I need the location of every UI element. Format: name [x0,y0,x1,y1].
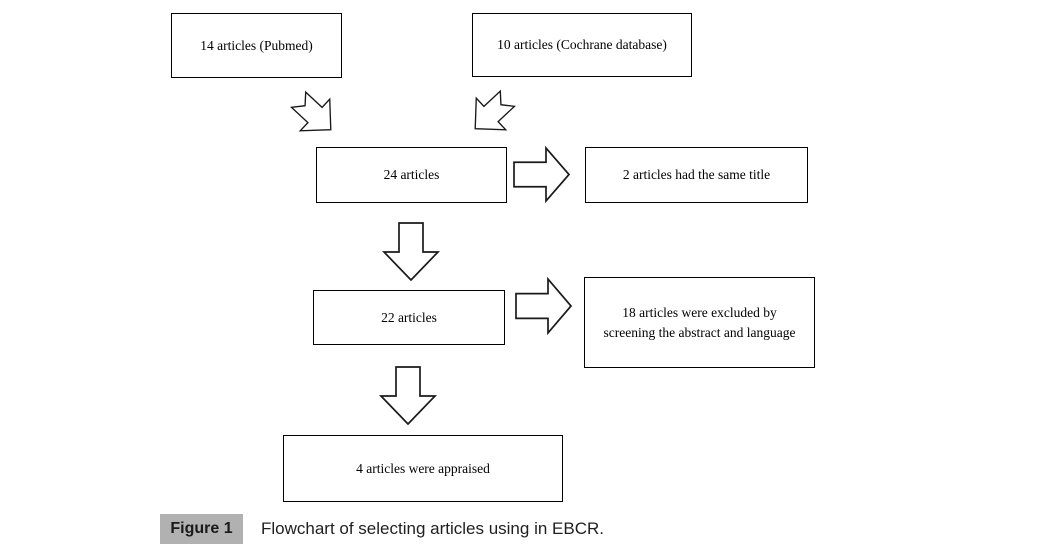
node-duplicates-label: 2 articles had the same title [622,167,771,183]
node-merged-label: 24 articles [383,167,440,183]
node-cochrane: 10 articles (Cochrane database) [472,13,692,77]
node-excluded-label: 18 articles were excluded by screening t… [603,304,796,340]
arrow-down-icon [379,366,437,426]
figure-caption: Figure 1 Flowchart of selecting articles… [160,514,604,544]
node-screened-label: 22 articles [381,309,437,325]
node-pubmed: 14 articles (Pubmed) [171,13,342,78]
arrow-right-icon [513,146,571,203]
node-screened: 22 articles [313,290,505,345]
arrow-down-icon [382,222,440,282]
node-excluded: 18 articles were excluded by screening t… [584,277,815,368]
node-merged: 24 articles [316,147,507,203]
node-appraised-label: 4 articles were appraised [356,460,490,476]
arrow-right-icon [515,277,573,335]
node-duplicates: 2 articles had the same title [585,147,808,203]
node-pubmed-label: 14 articles (Pubmed) [200,37,313,53]
arrow-down-left-icon [457,80,525,148]
node-appraised: 4 articles were appraised [283,435,563,502]
node-cochrane-label: 10 articles (Cochrane database) [497,37,667,53]
arrow-down-right-icon [281,81,349,149]
figure-caption-text: Flowchart of selecting articles using in… [261,519,604,538]
figure-caption-label: Figure 1 [160,514,243,544]
